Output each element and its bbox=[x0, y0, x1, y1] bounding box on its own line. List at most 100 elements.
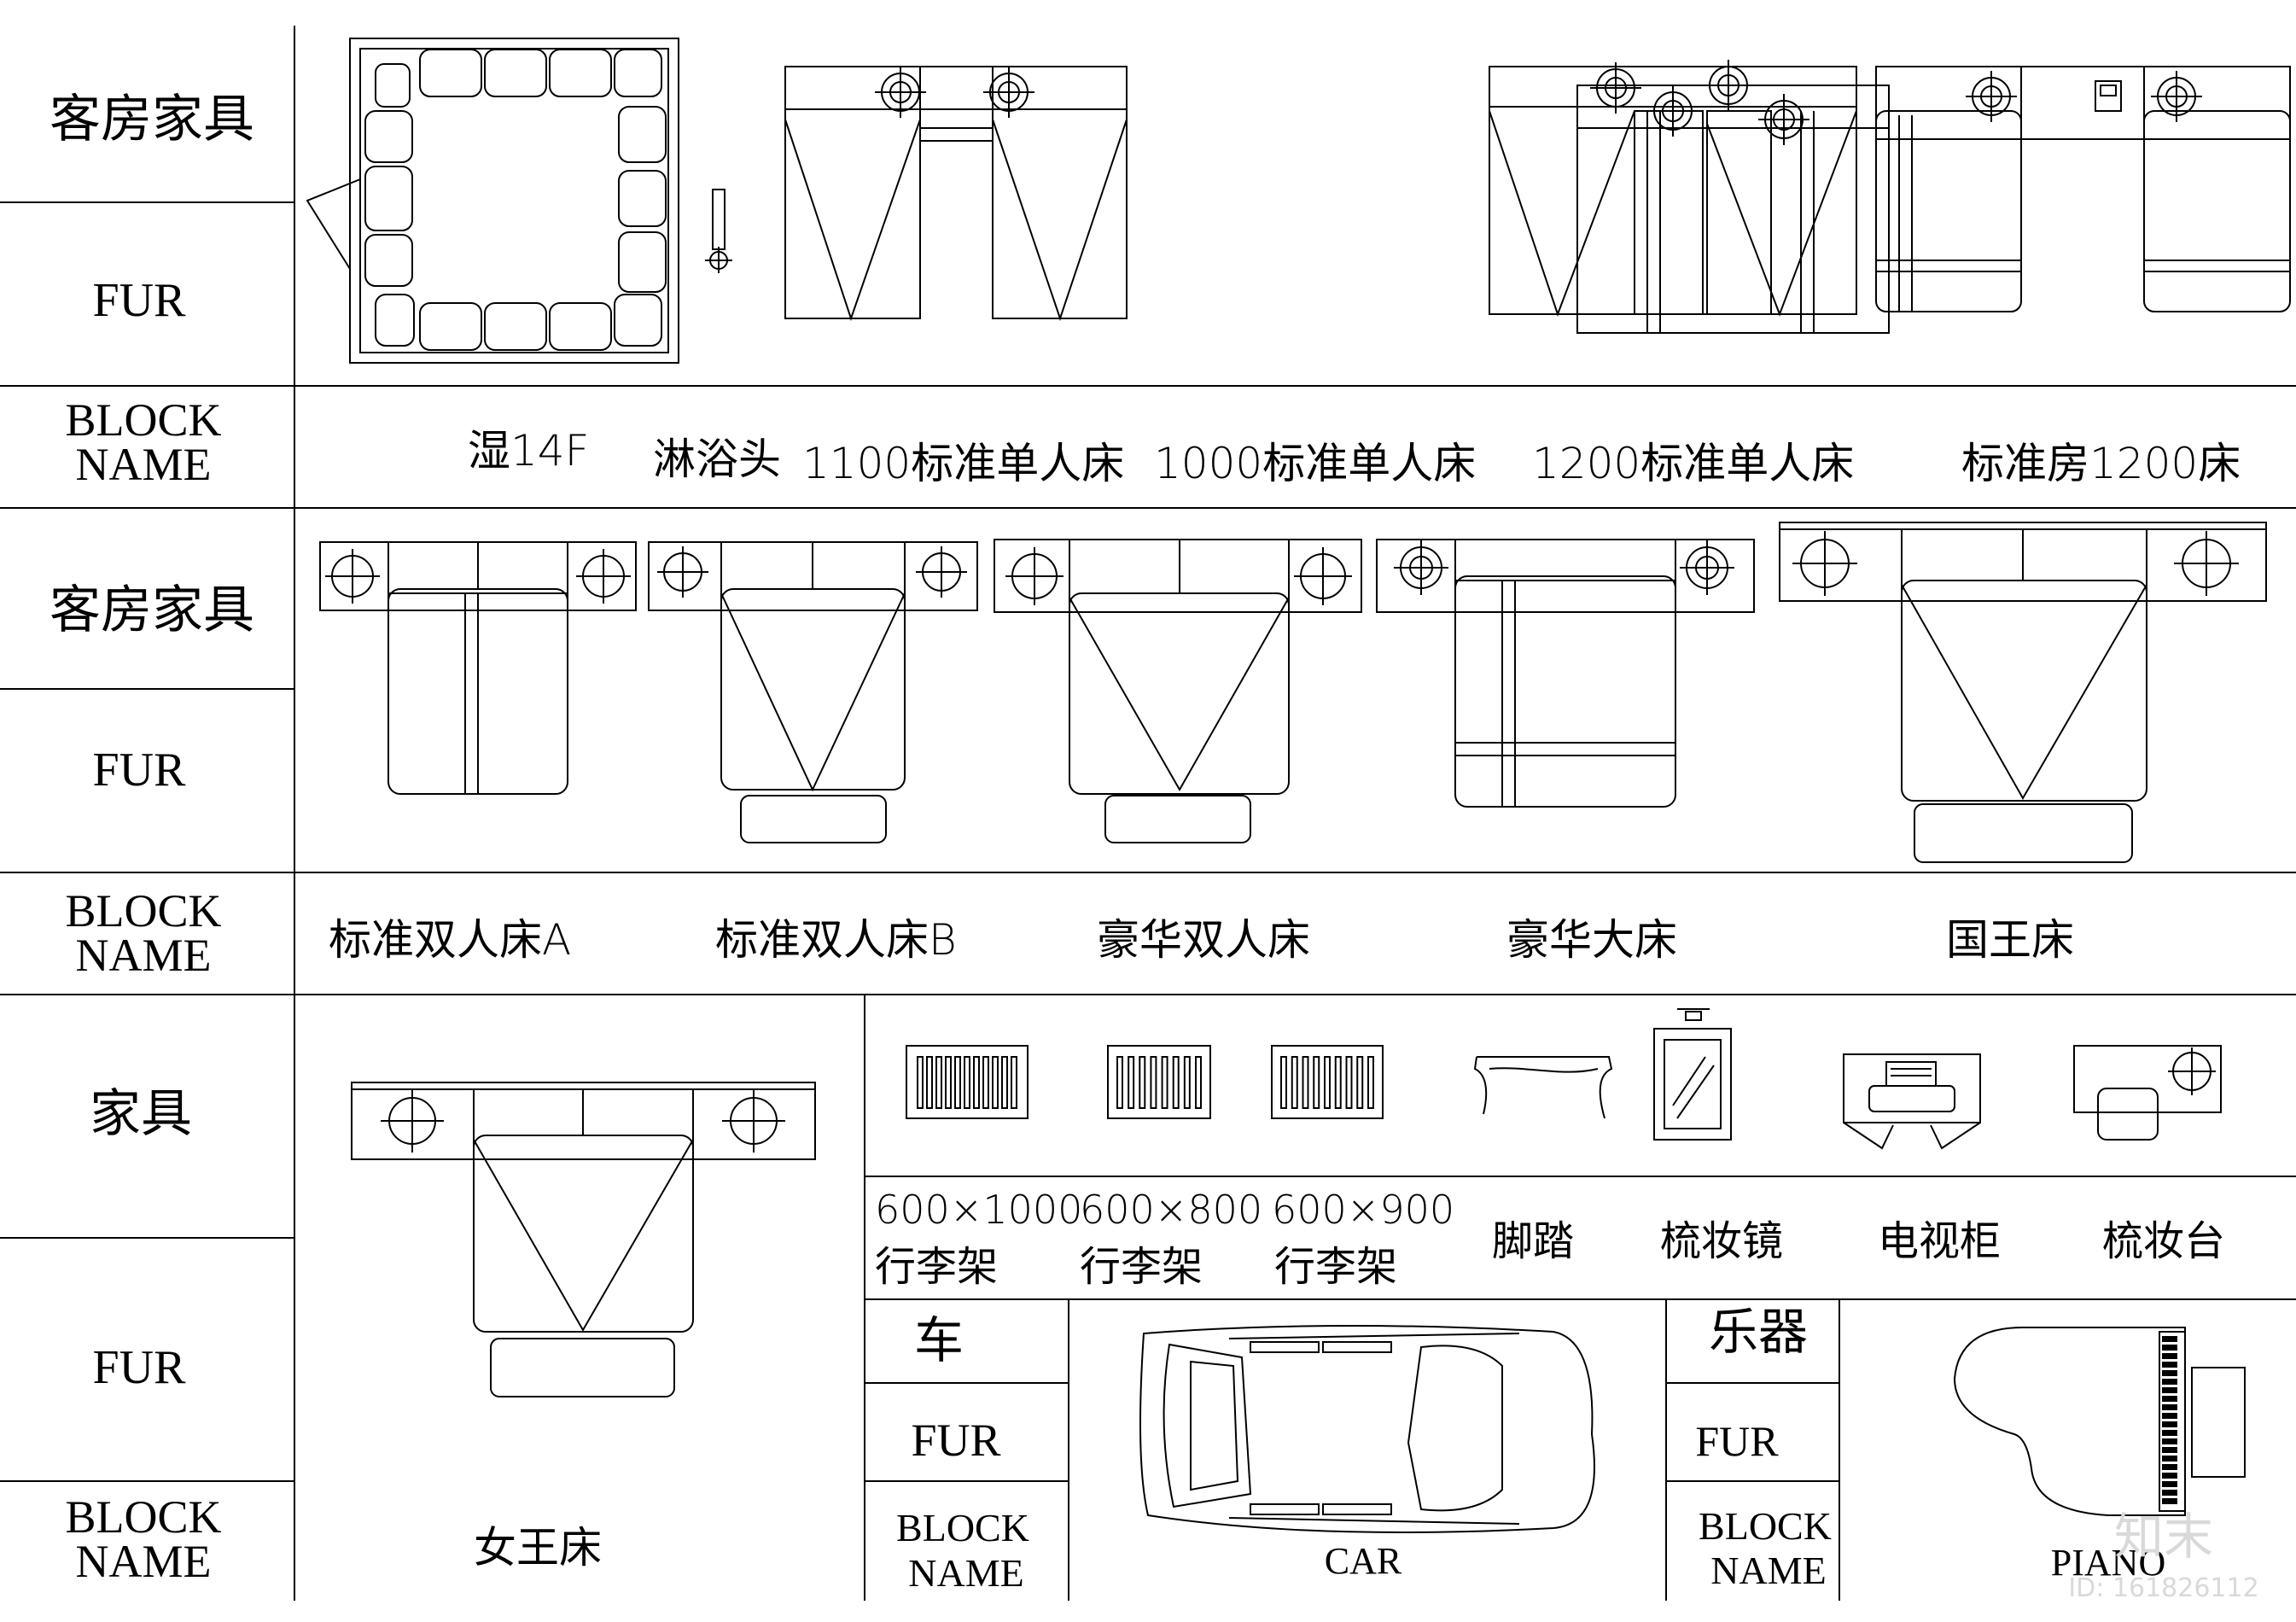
piano-key bbox=[2162, 1353, 2177, 1359]
double-bed-a-symbol bbox=[319, 541, 637, 795]
rack-slat bbox=[1116, 1056, 1123, 1109]
rack-slat bbox=[982, 1056, 989, 1109]
rack-slat bbox=[926, 1056, 933, 1109]
rack-slat bbox=[935, 1056, 942, 1109]
standard-room-bed-1200-symbol bbox=[1875, 66, 2291, 312]
piano-key bbox=[2162, 1336, 2177, 1342]
row3-block: BLOCK bbox=[65, 1491, 221, 1543]
table-grid bbox=[0, 26, 2296, 1601]
rack-slat bbox=[1183, 1056, 1191, 1109]
label-dressing-table: 梳妆台 bbox=[2102, 1217, 2225, 1265]
label-standard-room-1200: 标准房1200床 bbox=[1961, 439, 2241, 488]
shower-head-symbol bbox=[705, 189, 732, 273]
row1-fur: FUR bbox=[93, 274, 187, 327]
piano-key bbox=[2162, 1464, 2177, 1470]
rack-slat bbox=[1291, 1056, 1298, 1109]
label-double-bed-a: 标准双人床A bbox=[329, 915, 571, 965]
car-block: BLOCK bbox=[896, 1506, 1029, 1549]
piano-key bbox=[2162, 1387, 2177, 1393]
deluxe-king-bed-symbol bbox=[1376, 539, 1755, 808]
piano-key bbox=[2162, 1481, 2177, 1487]
deluxe-double-bed-symbol bbox=[994, 539, 1362, 843]
rack-slat bbox=[945, 1056, 952, 1109]
piano-key bbox=[2162, 1370, 2177, 1376]
single-bed-1100-symbol bbox=[784, 66, 1128, 322]
rack-slat bbox=[1334, 1056, 1342, 1109]
label-deluxe-double-bed: 豪华双人床 bbox=[1097, 915, 1310, 965]
rack-slat bbox=[917, 1056, 924, 1109]
rack-slat bbox=[1150, 1056, 1157, 1109]
label-luggage-rack-1: 行李架 bbox=[875, 1243, 998, 1291]
row1-name: NAME bbox=[76, 439, 212, 490]
row2-category: 客房家具 bbox=[50, 581, 254, 640]
piano-key bbox=[2162, 1413, 2177, 1419]
rack-slat bbox=[954, 1056, 961, 1109]
rack-slat bbox=[1161, 1056, 1168, 1109]
label-piano: PIANO bbox=[2051, 1542, 2165, 1584]
label-car: CAR bbox=[1325, 1540, 1402, 1582]
rack-slat bbox=[1356, 1056, 1364, 1109]
label-double-bed-b: 标准双人床B bbox=[715, 915, 957, 965]
piano-key bbox=[2162, 1345, 2177, 1351]
label-vanity-mirror: 梳妆镜 bbox=[1660, 1217, 1783, 1265]
rack-slat bbox=[973, 1056, 980, 1109]
instrument-name: NAME bbox=[1710, 1549, 1826, 1592]
piano-key bbox=[2162, 1456, 2177, 1462]
row1-block: BLOCK bbox=[65, 394, 221, 446]
row3-category: 家具 bbox=[90, 1084, 192, 1144]
car-fur: FUR bbox=[911, 1415, 1000, 1466]
rack-slat bbox=[1011, 1056, 1017, 1109]
rack-slat bbox=[1345, 1056, 1353, 1109]
instrument-category: 乐器 bbox=[1709, 1303, 1808, 1361]
rack-slat bbox=[1139, 1056, 1146, 1109]
label-shower-head: 淋浴头 bbox=[653, 435, 781, 484]
piano-key bbox=[2162, 1438, 2177, 1444]
piano-key bbox=[2162, 1379, 2177, 1385]
label-deluxe-king-bed: 豪华大床 bbox=[1506, 915, 1677, 965]
car-category: 车 bbox=[914, 1311, 964, 1369]
label-footstool: 脚踏 bbox=[1492, 1217, 1574, 1265]
rack-slat bbox=[1172, 1056, 1180, 1109]
piano-key bbox=[2162, 1490, 2177, 1496]
rack-slat bbox=[1195, 1056, 1202, 1109]
dim-600x1000: 600×1000 bbox=[875, 1187, 1082, 1233]
car-name: NAME bbox=[908, 1551, 1023, 1595]
rack-slat bbox=[1001, 1056, 1008, 1109]
rack-slat bbox=[964, 1056, 970, 1109]
piano-symbol bbox=[1953, 1327, 2246, 1516]
label-single-bed-1200: 1200标准单人床 bbox=[1532, 439, 1854, 488]
luggage-rack-600x800-symbol bbox=[1107, 1045, 1211, 1119]
piano-key bbox=[2162, 1447, 2177, 1453]
row2-fur: FUR bbox=[93, 744, 187, 796]
car-symbol bbox=[1139, 1324, 1595, 1533]
instrument-block: BLOCK bbox=[1699, 1504, 1832, 1548]
vanity-mirror-symbol bbox=[1653, 1008, 1732, 1141]
single-bed-overlap-symbol bbox=[1489, 60, 1890, 334]
dim-600x900: 600×900 bbox=[1272, 1187, 1454, 1233]
watermark-id: ID: 161826112 bbox=[2068, 1573, 2258, 1603]
row1-category: 客房家具 bbox=[50, 90, 254, 149]
watermark-logo: 知末 bbox=[2114, 1508, 2213, 1566]
row3-name: NAME bbox=[76, 1536, 212, 1587]
piano-key bbox=[2162, 1396, 2177, 1402]
label-luggage-rack-3: 行李架 bbox=[1274, 1243, 1397, 1291]
king-bed-symbol bbox=[1779, 522, 2267, 863]
rack-slat bbox=[1324, 1056, 1331, 1109]
rack-slat bbox=[1280, 1056, 1287, 1109]
label-single-bed-1000: 1000标准单人床 bbox=[1154, 439, 1476, 488]
piano-key bbox=[2162, 1404, 2177, 1410]
label-luggage-rack-2: 行李架 bbox=[1080, 1243, 1203, 1291]
rack-slat bbox=[1367, 1056, 1374, 1109]
row2-name: NAME bbox=[76, 930, 212, 981]
row3-fur: FUR bbox=[93, 1341, 187, 1394]
rack-slat bbox=[1313, 1056, 1320, 1109]
tv-cabinet-symbol bbox=[1843, 1053, 1981, 1150]
footstool-symbol bbox=[1473, 1056, 1613, 1119]
label-wet-14f: 湿14F bbox=[468, 426, 589, 476]
piano-key bbox=[2162, 1473, 2177, 1479]
dim-600x800: 600×800 bbox=[1080, 1187, 1262, 1233]
rack-slat bbox=[1128, 1056, 1135, 1109]
label-tv-cabinet: 电视柜 bbox=[1878, 1217, 2001, 1265]
piano-key bbox=[2162, 1430, 2177, 1436]
